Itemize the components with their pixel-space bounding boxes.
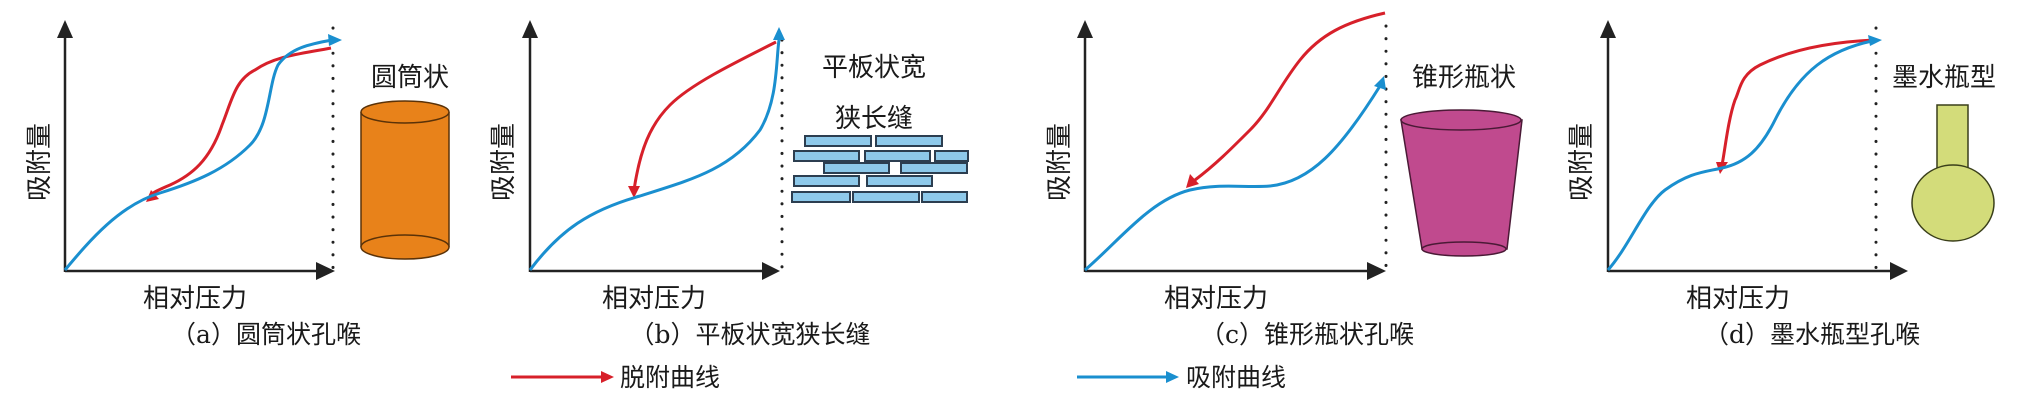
legend-adsorption-arrow-icon	[1166, 371, 1179, 383]
shape-label: 锥形瓶状	[1412, 63, 1516, 93]
y-axis-label: 吸附量	[25, 123, 55, 201]
desorption-curve	[1194, 11, 1386, 182]
panel-caption: （d）墨水瓶型孔喉	[1704, 320, 1920, 349]
panel-caption: （b）平板状宽狭长缝	[629, 320, 870, 349]
x-axis-label: 相对压力	[143, 284, 247, 314]
y-axis-label: 吸附量	[1045, 123, 1075, 201]
panel-caption: （a）圆筒状孔喉	[171, 320, 361, 349]
y-axis-arrow-icon	[1077, 20, 1093, 38]
legend-adsorption-label: 吸附曲线	[1186, 363, 1286, 392]
shape-label: 圆筒状	[371, 63, 449, 93]
shape-label-line1: 平板状宽	[822, 53, 926, 83]
x-axis-arrow-icon	[1890, 262, 1908, 280]
adsorption-curve	[528, 39, 781, 271]
desorption-arrowhead-icon	[628, 186, 640, 198]
slit-pore-icon	[791, 135, 969, 203]
adsorption-arrowhead-icon	[1374, 76, 1386, 90]
legend-desorption-arrow-icon	[601, 371, 614, 383]
y-axis-label: 吸附量	[1567, 123, 1597, 201]
cylinder-pore-icon	[360, 100, 450, 260]
legend: 脱附曲线 吸附曲线	[511, 363, 1286, 392]
adsorption-curve	[63, 38, 333, 271]
adsorption-arrowhead-icon	[1868, 35, 1882, 46]
legend-desorption-label: 脱附曲线	[620, 363, 720, 392]
legend-item-adsorption: 吸附曲线	[1077, 363, 1286, 392]
desorption-curve	[148, 46, 332, 197]
panel-d: 吸附量 相对压力 墨水瓶型 （d）墨水瓶型孔喉	[1567, 20, 1996, 349]
y-axis-arrow-icon	[57, 20, 73, 38]
panel-caption: （c）锥形瓶状孔喉	[1200, 320, 1414, 349]
y-axis-arrow-icon	[522, 20, 538, 38]
panel-c: 吸附量 相对压力 锥形瓶状 （c）锥形瓶状孔喉	[1045, 11, 1523, 349]
shape-label: 墨水瓶型	[1892, 63, 1996, 93]
y-axis-arrow-icon	[1600, 20, 1616, 38]
cone-pore-icon	[1400, 109, 1523, 257]
x-axis-arrow-icon	[1367, 262, 1386, 280]
inkbottle-pore-icon	[1911, 104, 1995, 242]
x-axis-arrow-icon	[762, 262, 780, 280]
x-axis-label: 相对压力	[1686, 284, 1790, 314]
x-axis-arrow-icon	[316, 262, 335, 280]
y-axis-label: 吸附量	[489, 123, 519, 201]
shape-label-line2: 狭长缝	[835, 104, 913, 134]
x-axis-label: 相对压力	[602, 284, 706, 314]
panel-b: 吸附量 相对压力 平板状宽 狭长缝 （b）平板状宽狭长缝	[489, 20, 969, 349]
panel-a: 吸附量 相对压力 圆筒状 （a）圆筒状孔喉	[25, 20, 450, 349]
desorption-curve	[632, 40, 777, 191]
desorption-arrowhead-icon	[1186, 174, 1199, 188]
x-axis-label: 相对压力	[1164, 284, 1268, 314]
adsorption-curve	[1084, 85, 1382, 272]
adsorption-curve	[1606, 39, 1873, 271]
desorption-curve	[1720, 38, 1875, 166]
legend-item-desorption: 脱附曲线	[511, 363, 720, 392]
adsorption-arrowhead-icon	[328, 34, 342, 46]
adsorption-arrowhead-icon	[773, 27, 785, 40]
